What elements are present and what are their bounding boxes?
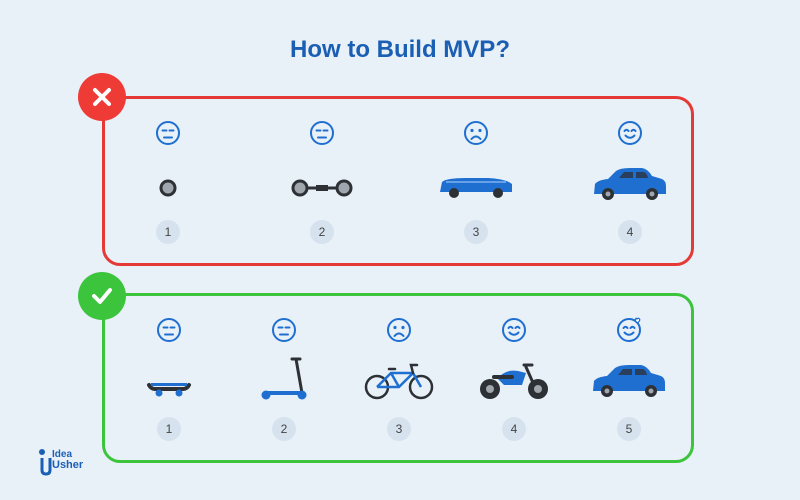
wrong-step-1: 1 bbox=[128, 120, 208, 244]
car-body-icon bbox=[440, 178, 512, 198]
step-number: 2 bbox=[310, 220, 334, 244]
car-icon bbox=[594, 168, 666, 200]
ideausher-logo: Idea Usher bbox=[38, 448, 102, 478]
logo-text-line2: Usher bbox=[52, 459, 84, 471]
neutral-face-icon bbox=[272, 318, 296, 342]
step-number: 3 bbox=[387, 417, 411, 441]
wrong-step-2: 2 bbox=[282, 120, 362, 244]
wrong-step-3: 3 bbox=[436, 120, 516, 244]
sad-face-icon bbox=[464, 121, 488, 145]
right-step-3: 3 bbox=[359, 317, 439, 441]
motorcycle-icon bbox=[480, 363, 548, 399]
step-number: 5 bbox=[617, 417, 641, 441]
happy-face-icon bbox=[502, 318, 526, 342]
right-approach-panel bbox=[102, 293, 694, 463]
step-number: 4 bbox=[618, 220, 642, 244]
in-love-face-icon bbox=[617, 317, 641, 342]
step-number: 1 bbox=[156, 220, 180, 244]
axle-icon bbox=[291, 179, 353, 197]
check-icon bbox=[78, 272, 126, 320]
logo-text-line1: Idea bbox=[52, 449, 73, 460]
right-step-4: 4 bbox=[474, 317, 554, 441]
neutral-face-icon bbox=[156, 121, 180, 145]
step-number: 1 bbox=[157, 417, 181, 441]
step-number: 4 bbox=[502, 417, 526, 441]
wrong-step-4: 4 bbox=[590, 120, 670, 244]
step-number: 3 bbox=[464, 220, 488, 244]
wrong-approach-panel bbox=[102, 96, 694, 266]
right-step-2: 2 bbox=[244, 317, 324, 441]
car-icon bbox=[593, 365, 665, 397]
wheel-icon bbox=[159, 179, 177, 197]
step-number: 2 bbox=[272, 417, 296, 441]
neutral-face-icon bbox=[157, 318, 181, 342]
neutral-face-icon bbox=[310, 121, 334, 145]
sad-face-icon bbox=[387, 318, 411, 342]
page-title: How to Build MVP? bbox=[290, 36, 510, 63]
right-step-1: 1 bbox=[129, 317, 209, 441]
right-step-5: 5 bbox=[589, 317, 669, 441]
happy-face-icon bbox=[618, 121, 642, 145]
cross-icon bbox=[78, 73, 126, 121]
bicycle-icon bbox=[364, 363, 434, 400]
logo-mark-icon bbox=[39, 449, 52, 476]
scooter-icon bbox=[261, 357, 307, 400]
skateboard-icon bbox=[147, 383, 191, 397]
